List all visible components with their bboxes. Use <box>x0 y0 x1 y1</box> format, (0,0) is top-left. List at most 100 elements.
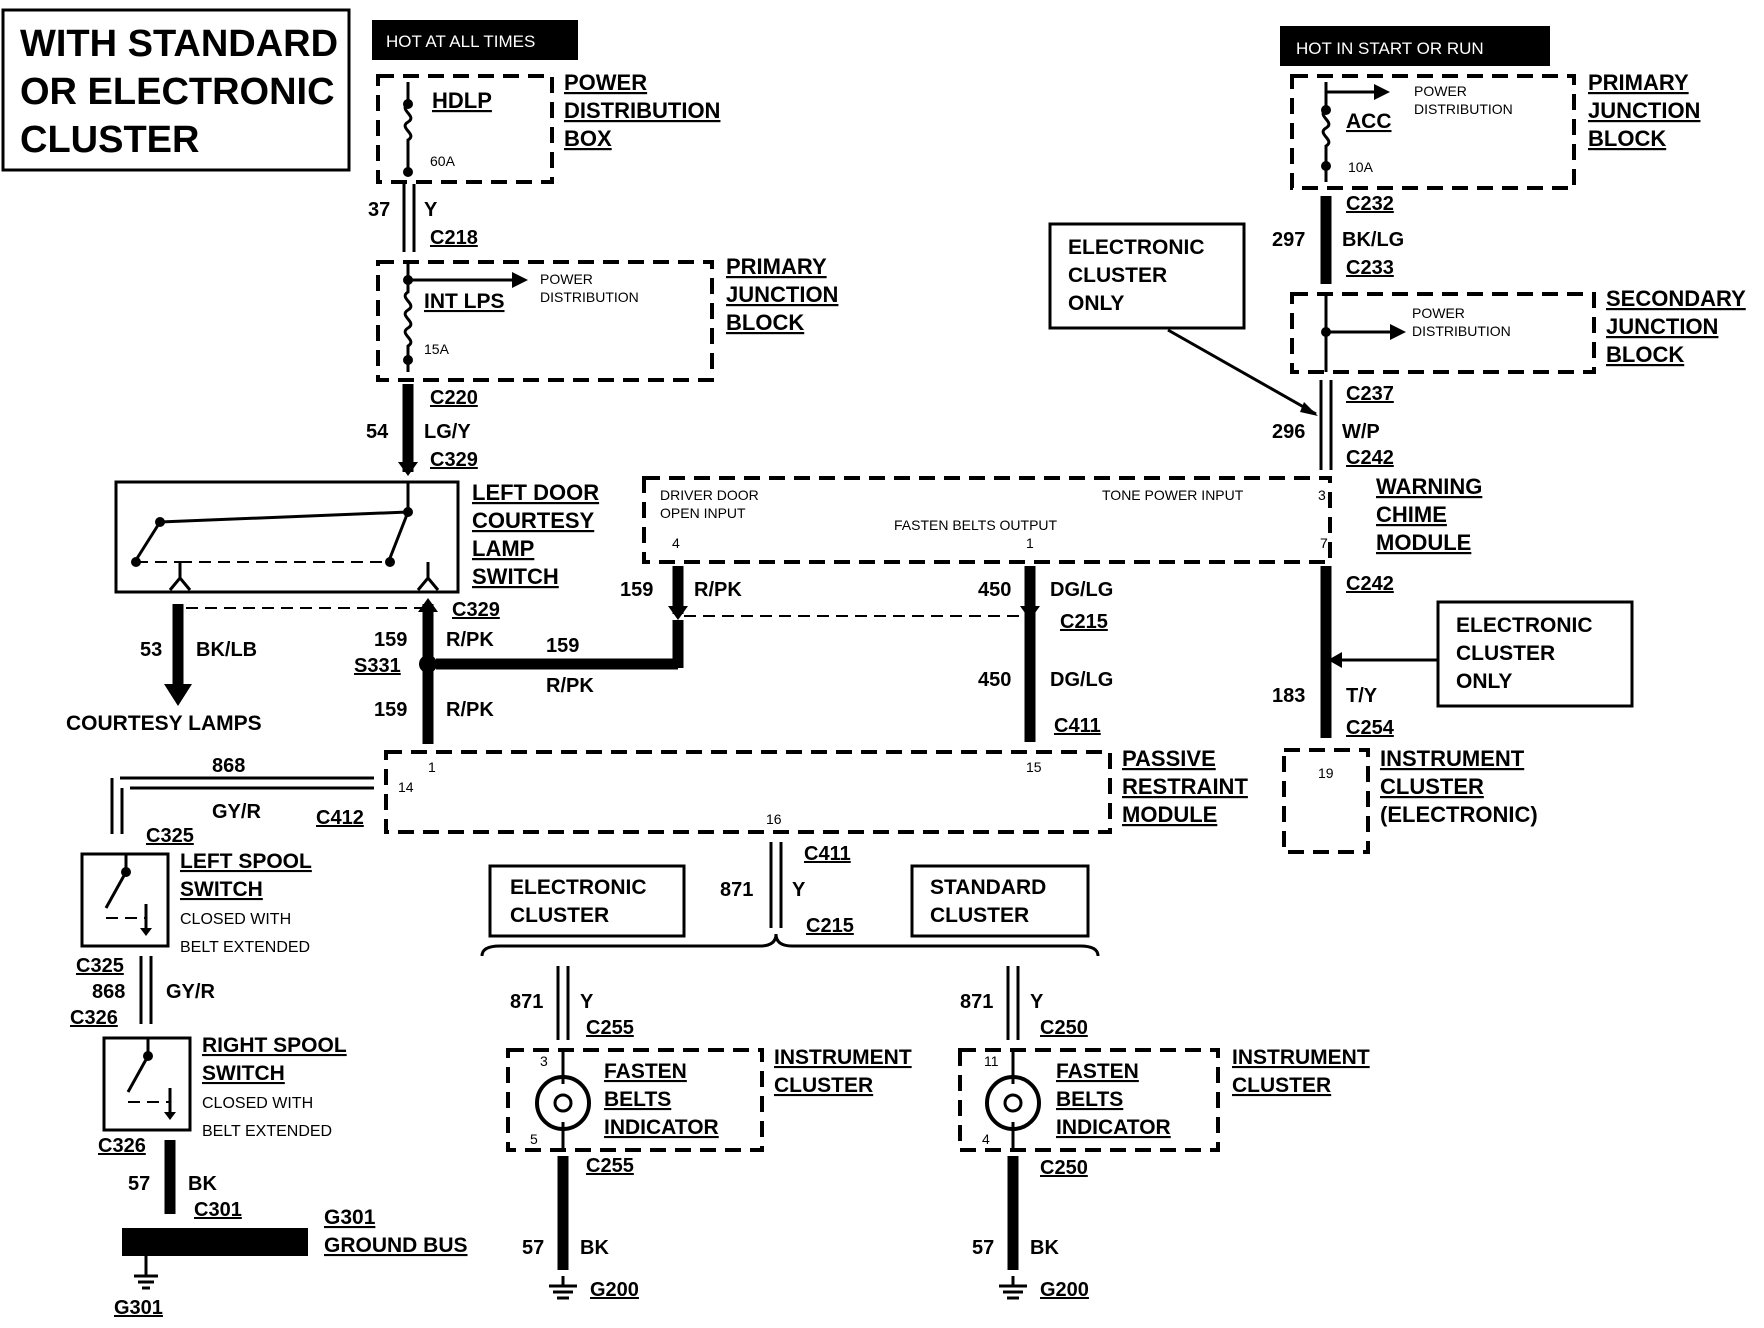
pdb-name-2: DISTRIBUTION <box>564 98 720 123</box>
pjb-left-name-1: PRIMARY <box>726 254 827 279</box>
color-lgy: LG/Y <box>424 421 471 443</box>
conn-c329-top: C329 <box>430 449 478 471</box>
chime-pin-1: 1 <box>1026 535 1034 551</box>
pjb-right-dist-2: DISTRIBUTION <box>1414 101 1513 117</box>
fuse-hdlp-label: HDLP <box>432 88 492 113</box>
ic-elec-name-2: CLUSTER <box>1380 774 1484 799</box>
color-gyr-b: GY/R <box>166 981 215 1003</box>
instrument-cluster-electronic <box>1282 748 1370 854</box>
fbi-s-2: BELTS <box>1056 1088 1123 1111</box>
prm-pin-16: 16 <box>766 811 782 827</box>
prm-pin-15: 15 <box>1026 759 1042 775</box>
color-y-3: Y <box>580 991 594 1013</box>
ground-g200-b: G200 <box>1040 1279 1089 1301</box>
color-gyr-a: GY/R <box>212 801 261 823</box>
color-bk-a: BK <box>188 1173 217 1195</box>
conn-c215-b: C215 <box>806 915 854 937</box>
fuse-int-lps-label: INT LPS <box>424 290 505 313</box>
hot-at-all-times-text: HOT AT ALL TIMES <box>386 32 535 51</box>
cluster-brace <box>480 933 1100 957</box>
note-bottom-3: ONLY <box>1456 670 1512 693</box>
circuit-868-b: 868 <box>92 981 125 1003</box>
left-door-switch-box <box>114 480 460 594</box>
conn-c326-a: C326 <box>70 1007 118 1029</box>
hot-start-run-badge <box>1280 26 1550 66</box>
lds-name-1: LEFT DOOR <box>472 480 599 505</box>
color-dglg-a: DG/LG <box>1050 579 1113 601</box>
conn-c250-a: C250 <box>1040 1017 1088 1039</box>
conn-c325-a: C325 <box>146 825 194 847</box>
prm-name-3: MODULE <box>1122 802 1217 827</box>
title-line-1: WITH STANDARD <box>20 23 338 65</box>
color-dglg-b: DG/LG <box>1050 669 1113 691</box>
ground-icon <box>999 1276 1027 1300</box>
color-bklb: BK/LB <box>196 639 257 661</box>
pjb-left-name-2: JUNCTION <box>726 282 838 307</box>
fbi-s-3: INDICATOR <box>1056 1116 1171 1139</box>
right-spool-3: CLOSED WITH <box>202 1095 313 1112</box>
ground-symbol-icon <box>416 562 440 591</box>
standard-cluster-box <box>910 864 1090 938</box>
circuit-183: 183 <box>1272 685 1305 707</box>
color-ty: T/Y <box>1346 685 1378 707</box>
ic-elec-name-1: INSTRUMENT <box>1380 746 1525 771</box>
lds-name-4: SWITCH <box>472 564 559 589</box>
left-spool-2: SWITCH <box>180 878 263 901</box>
circuit-159-d: 159 <box>620 579 653 601</box>
circuit-871-a: 871 <box>720 879 753 901</box>
electronic-only-note-top <box>1048 222 1246 330</box>
title-line-2: OR ELECTRONIC <box>20 71 335 113</box>
conn-c255-b: C255 <box>586 1155 634 1177</box>
note-bottom-1: ELECTRONIC <box>1456 614 1593 637</box>
conn-c329-bottom: C329 <box>452 599 500 621</box>
chime-pin-7: 7 <box>1320 535 1328 551</box>
color-bk-c: BK <box>1030 1237 1059 1259</box>
left-spool-4: BELT EXTENDED <box>180 939 310 956</box>
right-spool-4: BELT EXTENDED <box>202 1123 332 1140</box>
ic-s-2: CLUSTER <box>1232 1074 1331 1097</box>
chime-driver-door-1: DRIVER DOOR <box>660 487 759 503</box>
conn-c233: C233 <box>1346 257 1394 279</box>
chime-pin-3: 3 <box>1318 487 1326 503</box>
ground-symbol-icon <box>168 562 192 591</box>
std-cluster-2: CLUSTER <box>930 904 1029 927</box>
pdb-name-3: BOX <box>564 126 612 151</box>
conn-c242-top: C242 <box>1346 447 1394 469</box>
circuit-37: 37 <box>368 199 390 221</box>
power-distribution-box <box>376 74 554 184</box>
circuit-53: 53 <box>140 639 162 661</box>
elec-cluster-1: ELECTRONIC <box>510 876 647 899</box>
ground-bus-conn: G301 <box>324 1206 376 1229</box>
circuit-54: 54 <box>366 421 389 443</box>
splice-s331-label: S331 <box>354 655 401 677</box>
ground-icon <box>134 1256 158 1290</box>
conn-c215-a: C215 <box>1060 611 1108 633</box>
conn-c232: C232 <box>1346 193 1394 215</box>
circuit-871-b: 871 <box>510 991 543 1013</box>
ind-e-pin-top: 3 <box>540 1053 548 1069</box>
color-rpk-a: R/PK <box>446 629 494 651</box>
note-top-1: ELECTRONIC <box>1068 236 1205 259</box>
fasten-belts-indicator-standard <box>958 1048 1220 1152</box>
pjb-right-name-2: JUNCTION <box>1588 98 1700 123</box>
title-box <box>1 8 351 172</box>
sjb-dist-2: DISTRIBUTION <box>1412 323 1511 339</box>
chime-name-3: MODULE <box>1376 530 1471 555</box>
chime-pin-4: 4 <box>672 535 680 551</box>
circuit-159-b: 159 <box>374 699 407 721</box>
note-top-3: ONLY <box>1068 292 1124 315</box>
conn-c301: C301 <box>194 1199 242 1221</box>
pjb-right-name-1: PRIMARY <box>1588 70 1689 95</box>
ic-e-1: INSTRUMENT <box>774 1046 912 1069</box>
pdb-name-1: POWER <box>564 70 647 95</box>
sjb-name-3: BLOCK <box>1606 342 1684 367</box>
ground-icon <box>549 1276 577 1300</box>
conn-c411-b: C411 <box>804 843 851 865</box>
chime-name-2: CHIME <box>1376 502 1447 527</box>
std-cluster-1: STANDARD <box>930 876 1046 899</box>
secondary-junction-block <box>1290 292 1596 374</box>
ground-g301: G301 <box>114 1297 163 1319</box>
fbi-e-3: INDICATOR <box>604 1116 719 1139</box>
lds-name-3: LAMP <box>472 536 534 561</box>
color-rpk-d: R/PK <box>694 579 742 601</box>
